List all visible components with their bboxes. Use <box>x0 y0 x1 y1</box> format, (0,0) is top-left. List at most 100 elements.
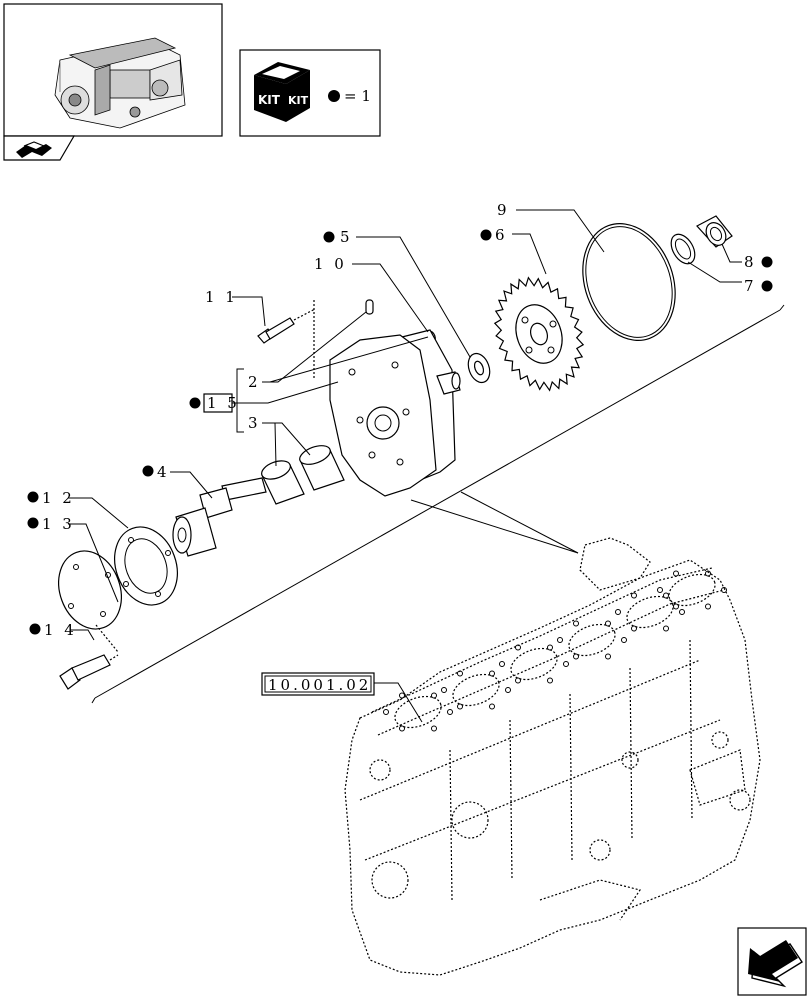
cylinder-bore <box>568 623 616 657</box>
head-bolt-hole <box>547 677 553 684</box>
head-bolt-hole <box>557 637 563 643</box>
callout-6[interactable]: 6 <box>480 226 508 244</box>
callout-8-label: 8 <box>744 253 757 271</box>
callout-2[interactable]: 2 <box>248 373 261 391</box>
head-bolt-hole <box>615 609 621 615</box>
head-bolt-hole <box>605 653 611 660</box>
callout-10[interactable]: 1 0 <box>314 255 347 273</box>
part-5-washer[interactable] <box>464 350 493 385</box>
bullet-icon <box>480 229 492 241</box>
kit-label-right: KIT <box>288 94 309 107</box>
callout-10-label: 1 0 <box>314 255 347 273</box>
head-bolt-hole <box>679 609 685 615</box>
bullet-icon <box>761 280 773 292</box>
head-bolt-hole <box>563 661 569 667</box>
callout-5-label: 5 <box>340 228 353 246</box>
head-bolt-hole <box>431 725 437 732</box>
head-bolt-hole <box>631 592 637 599</box>
head-bolt-hole <box>399 692 405 699</box>
callout-7[interactable]: 7 <box>744 277 773 295</box>
head-bolt-hole <box>663 592 669 599</box>
callout-3-label: 3 <box>248 414 261 432</box>
part-9-o-ring[interactable] <box>567 211 691 354</box>
gear-hole <box>549 320 557 328</box>
callout-13[interactable]: 1 3 <box>27 515 75 533</box>
cylinder-bore <box>510 647 558 681</box>
kit-label-left: KIT <box>258 93 281 107</box>
kit-box-icon: KIT KIT <box>254 62 310 122</box>
head-bolt-hole <box>573 653 579 660</box>
part-4-shaft[interactable] <box>172 477 267 557</box>
kit-legend: KIT KIT = 1 <box>239 49 381 137</box>
engine-block-cylinders <box>383 570 727 732</box>
part-13-cover[interactable] <box>48 542 132 638</box>
head-bolt-hole <box>489 703 495 710</box>
head-bolt-hole <box>457 703 463 710</box>
callout-14[interactable]: 1 4 <box>29 621 77 639</box>
engine-thumbnail[interactable] <box>3 3 223 137</box>
callout-12[interactable]: 1 2 <box>27 489 75 507</box>
callout-7-label: 7 <box>744 277 757 295</box>
bullet-icon <box>761 256 773 268</box>
gear-bore <box>529 322 549 346</box>
callout-6-label: 6 <box>495 226 508 244</box>
head-bolt-hole <box>721 587 727 593</box>
head-bolt-hole <box>431 692 437 699</box>
callout-11[interactable]: 1 1 <box>205 288 238 306</box>
bullet-icon <box>323 231 335 243</box>
exploded-view-frame <box>91 304 785 704</box>
head-bolt-hole <box>399 725 405 732</box>
part-11-screw[interactable] <box>257 308 316 344</box>
book-icon <box>16 141 52 158</box>
head-bolt-hole <box>657 587 663 593</box>
callout-9[interactable]: 9 <box>497 201 510 219</box>
cylinder-bore <box>626 595 674 629</box>
view-tab[interactable] <box>3 135 76 161</box>
callout-14-label: 1 4 <box>44 621 77 639</box>
callout-15-label: 1 5 <box>207 394 240 412</box>
part-15-pump-housing[interactable] <box>329 299 461 497</box>
part-7-ring[interactable] <box>666 230 699 268</box>
kit-bullet-icon <box>328 90 340 102</box>
head-bolt-hole <box>499 661 505 667</box>
reference-box-text: 10.001.02 <box>268 676 371 694</box>
next-page-button[interactable] <box>737 927 807 996</box>
cylinder-bore <box>452 673 500 707</box>
callout-13-label: 1 3 <box>42 515 75 533</box>
part-8-bushing[interactable] <box>696 215 733 249</box>
head-bolt-hole <box>705 603 711 610</box>
part-6-gear[interactable] <box>493 276 585 392</box>
head-bolt-hole <box>515 677 521 684</box>
part-3-bushing-b[interactable] <box>259 457 305 505</box>
cylinder-bore <box>394 695 442 729</box>
callout-12-label: 1 2 <box>42 489 75 507</box>
bullet-icon <box>27 491 39 503</box>
part-14-bolt[interactable] <box>59 624 119 690</box>
callout-4[interactable]: 4 <box>142 463 170 481</box>
callout-4-label: 4 <box>157 463 170 481</box>
head-bolt-hole <box>605 620 611 627</box>
callout-8[interactable]: 8 <box>744 253 773 271</box>
bullet-icon <box>29 623 41 635</box>
head-bolt-hole <box>663 625 669 632</box>
gear-hole <box>525 346 533 354</box>
arrow-left-icon <box>748 940 803 988</box>
callout-15[interactable]: 1 5 <box>189 393 240 413</box>
reference-box[interactable]: 10.001.02 <box>261 672 423 723</box>
part-3-bushing-a[interactable] <box>297 442 345 491</box>
part-12-gasket[interactable] <box>104 518 188 614</box>
head-bolt-hole <box>489 670 495 677</box>
head-bolt-hole <box>457 670 463 677</box>
callout-3[interactable]: 3 <box>248 414 261 432</box>
gear-hole <box>521 316 529 324</box>
head-bolt-hole <box>673 603 679 610</box>
head-bolt-hole <box>621 637 627 643</box>
head-bolt-hole <box>505 687 511 693</box>
head-bolt-hole <box>515 644 521 651</box>
bullet-icon <box>142 465 154 477</box>
kit-equals-text: = 1 <box>344 87 371 105</box>
head-bolt-hole <box>705 570 711 577</box>
head-bolt-hole <box>383 709 389 715</box>
callout-5[interactable]: 5 <box>323 228 353 246</box>
engine-thumbnail-image <box>54 37 186 129</box>
